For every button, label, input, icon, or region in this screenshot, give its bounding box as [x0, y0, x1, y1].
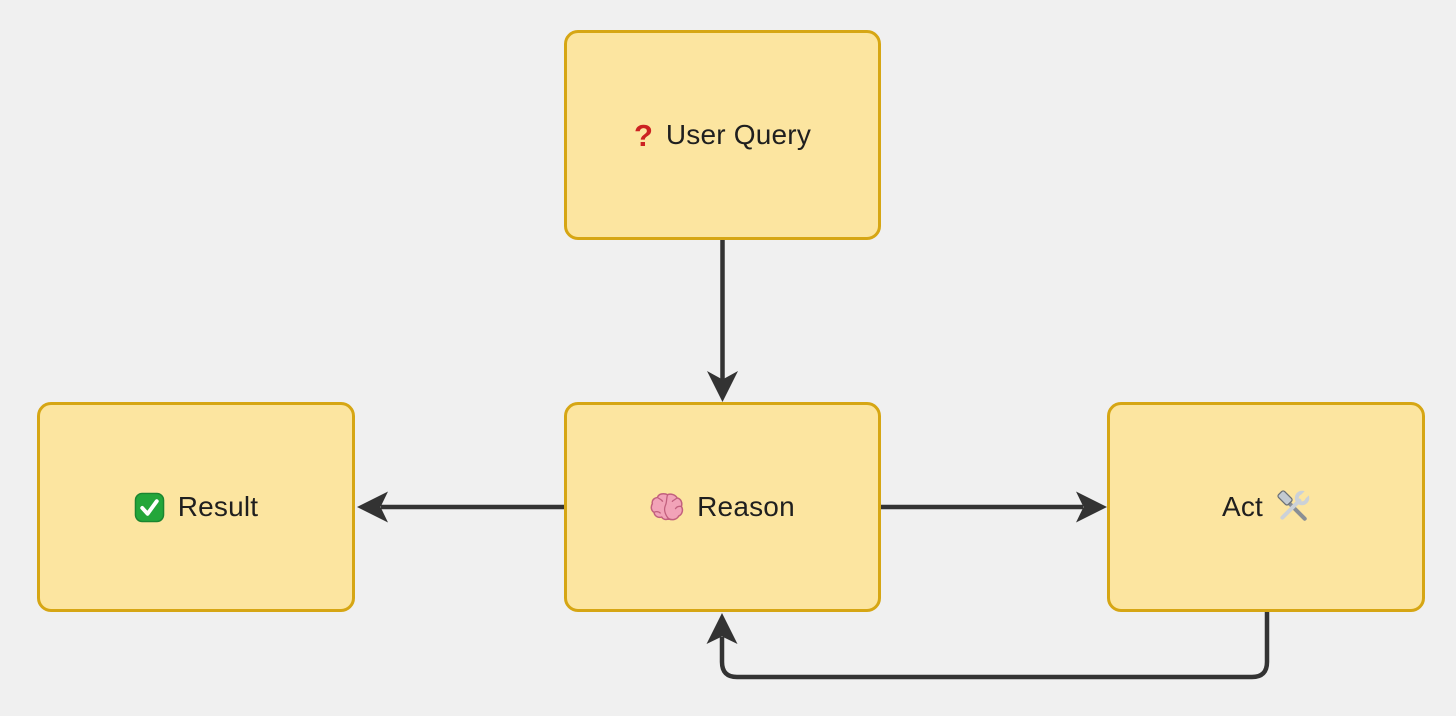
node-act: Act: [1107, 402, 1425, 612]
node-act-label: Act: [1221, 491, 1264, 522]
arrowhead-right-icon: [1076, 491, 1107, 523]
brain-icon: [650, 492, 684, 522]
edge-reason-to-act: [881, 491, 1107, 523]
arrowhead-down-icon: [707, 371, 738, 402]
check-mark-icon: [134, 492, 165, 523]
arrowhead-up-icon: [706, 613, 738, 644]
hammer-and-wrench-icon: [1276, 490, 1311, 524]
node-result: Result: [37, 402, 355, 612]
question-mark-icon: ?: [633, 117, 653, 153]
node-reason-label: Reason: [697, 491, 795, 522]
arrowhead-left-icon: [357, 491, 388, 523]
node-user-query: ? User Query: [564, 30, 881, 240]
node-user-query-label: User Query: [665, 119, 812, 150]
edge-user-query-to-reason: [707, 240, 738, 402]
edge-reason-to-result: [357, 491, 564, 523]
node-result-label: Result: [177, 491, 259, 522]
edge-line: [719, 612, 1270, 680]
edge-act-to-reason: [706, 612, 1270, 680]
node-reason: Reason: [564, 402, 881, 612]
